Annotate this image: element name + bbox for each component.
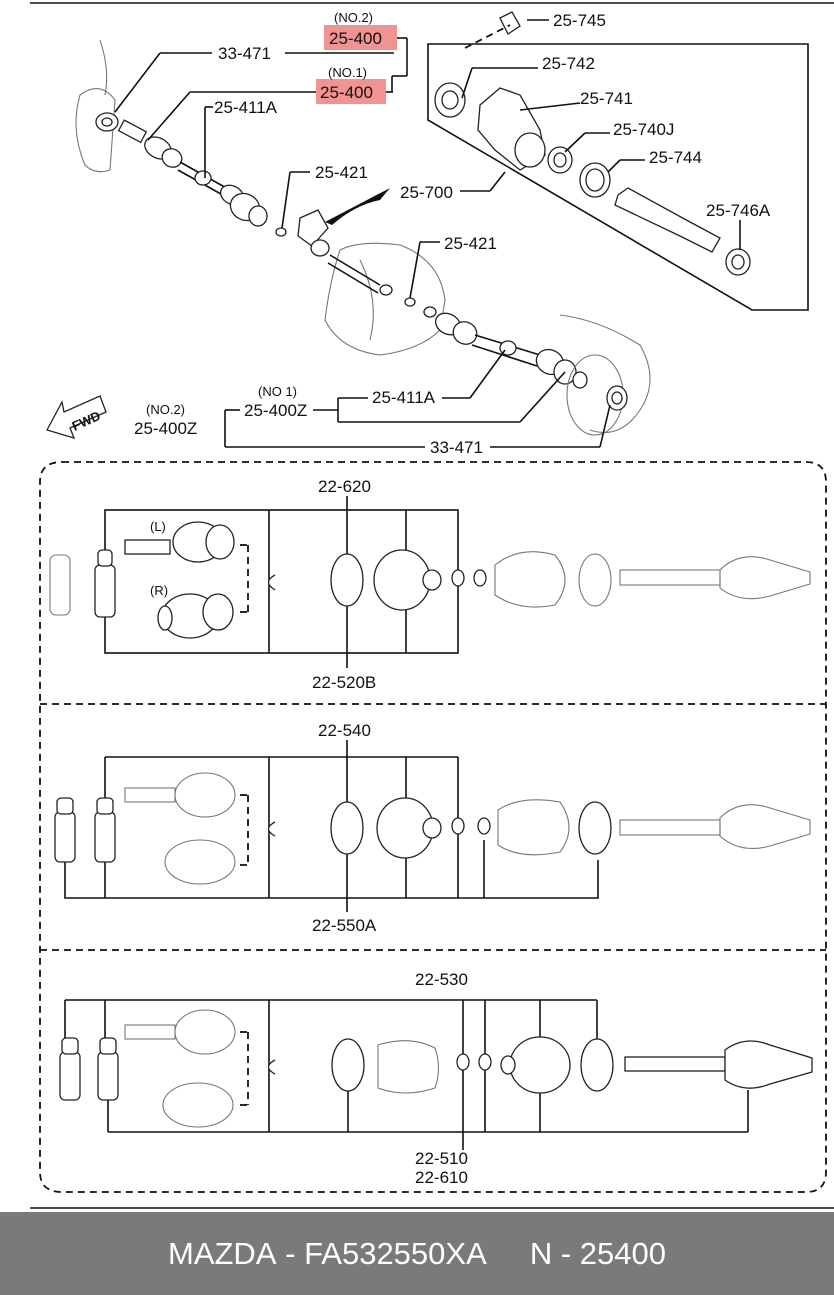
lower-hub-drawing xyxy=(559,314,651,436)
label-22-510: 22-510 xyxy=(415,1149,468,1168)
label-25-400Z-no1: 25-400Z xyxy=(244,401,307,420)
label-22-620: 22-620 xyxy=(318,477,371,496)
label-25-742: 25-742 xyxy=(542,54,595,73)
label-25-400-no1: 25-400 xyxy=(320,83,373,102)
label-22-550A: 22-550A xyxy=(312,916,377,935)
label-left: (L) xyxy=(150,519,166,534)
upper-hub-drawing xyxy=(75,39,119,173)
footer-brand: MAZDA xyxy=(168,1235,277,1271)
leader-lines-lower xyxy=(224,349,611,448)
bearing-bracket-inset xyxy=(427,43,809,311)
section-2 xyxy=(54,740,811,912)
footer-separator: - xyxy=(276,1235,305,1271)
pointer-arrow-icon xyxy=(325,188,390,225)
label-25-421-b: 25-421 xyxy=(444,234,497,253)
label-25-741: 25-741 xyxy=(580,89,633,108)
parts-diagram: (NO.2) 25-400 (NO.1) 25-400 33-471 25-41… xyxy=(30,2,834,1209)
label-25-745: 25-745 xyxy=(553,11,606,30)
section-1 xyxy=(49,496,811,668)
highlight-25-400-no2 xyxy=(324,25,397,50)
label-25-400-no2: 25-400 xyxy=(329,29,382,48)
footer-gap xyxy=(487,1236,530,1272)
label-25-740J: 25-740J xyxy=(613,120,674,139)
label-25-421-a: 25-421 xyxy=(315,163,368,182)
transmission-drawing xyxy=(297,209,446,356)
footer-part-number: FA532550XA xyxy=(304,1235,487,1271)
label-no2-top: (NO.2) xyxy=(334,10,373,25)
label-right: (R) xyxy=(150,583,168,598)
leader-lines-top xyxy=(114,19,741,299)
label-25-746A: 25-746A xyxy=(706,201,771,220)
label-25-411A-bottom: 25-411A xyxy=(372,388,436,407)
label-22-520B: 22-520B xyxy=(312,673,376,692)
label-no1-top: (NO.1) xyxy=(328,65,367,80)
label-25-400Z-no2: 25-400Z xyxy=(134,419,197,438)
label-no2-bottom: (NO.2) xyxy=(146,402,185,417)
highlight-25-400-no1 xyxy=(316,79,386,104)
label-no1-bottom: (NO 1) xyxy=(258,384,297,399)
label-25-411A-top: 25-411A xyxy=(214,98,278,117)
label-22-540: 22-540 xyxy=(318,721,371,740)
label-33-471-bottom: 33-471 xyxy=(430,438,483,457)
label-22-610: 22-610 xyxy=(415,1168,468,1187)
part-info-footer: MAZDA - FA532550XA N - 25400 xyxy=(0,1212,834,1295)
bracket-parts xyxy=(434,11,751,276)
label-22-530: 22-530 xyxy=(415,970,468,989)
footer-ref: N - 25400 xyxy=(529,1235,666,1271)
section-3 xyxy=(59,999,813,1150)
label-25-700: 25-700 xyxy=(400,183,453,202)
upper-drive-shaft xyxy=(117,119,287,237)
label-33-471-top: 33-471 xyxy=(218,44,271,63)
fwd-arrow-icon: FWD xyxy=(46,395,107,440)
label-25-744: 25-744 xyxy=(649,148,702,167)
